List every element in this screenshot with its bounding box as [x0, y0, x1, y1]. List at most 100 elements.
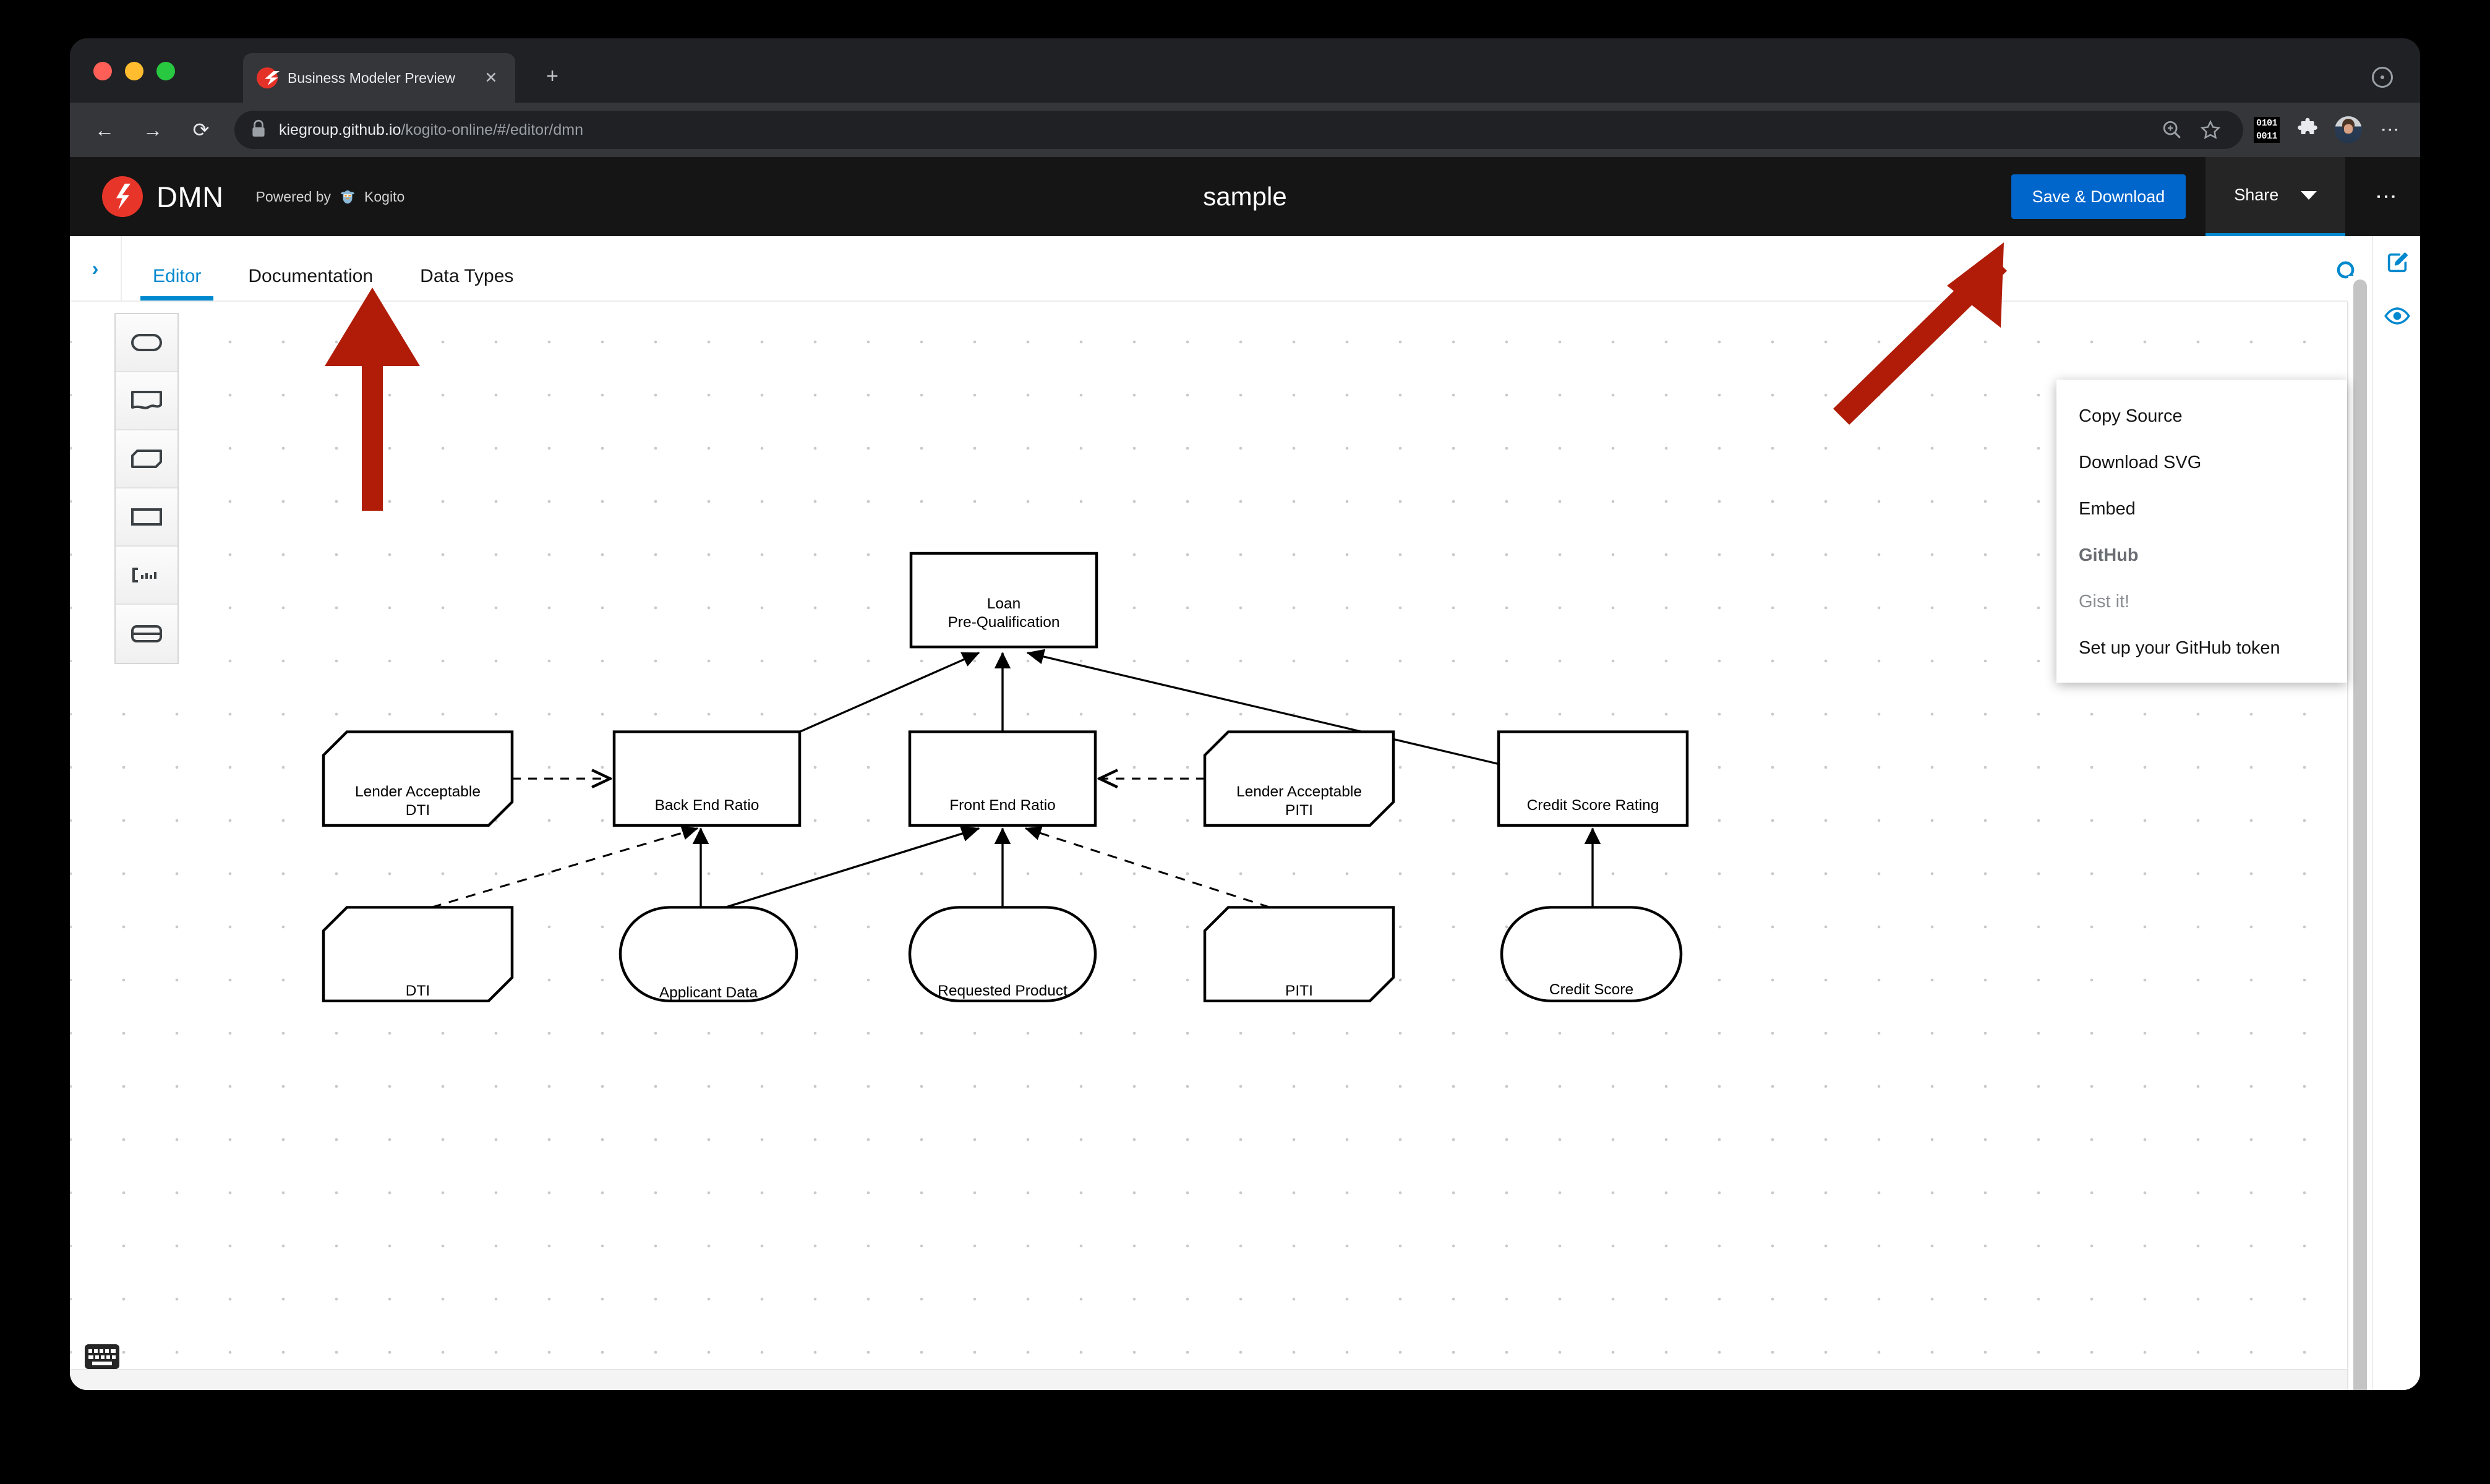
- decision-service-tool[interactable]: [116, 605, 178, 663]
- window-traffic-lights: [93, 62, 175, 80]
- profile-avatar[interactable]: [2331, 113, 2366, 147]
- sidebar-expand-chevron-icon[interactable]: ›: [70, 236, 122, 301]
- kogito-brand-text: Kogito: [364, 188, 405, 205]
- omnibox-trailing-icons: [2155, 113, 2227, 147]
- reload-button[interactable]: ⟳: [192, 119, 210, 141]
- browser-kebab-menu[interactable]: ⋮: [2379, 121, 2400, 139]
- scrollbar-thumb[interactable]: [2353, 279, 2367, 1390]
- tab-editor[interactable]: Editor: [137, 266, 217, 301]
- right-rail: [2372, 236, 2420, 1390]
- kogito-viking-icon: [338, 187, 357, 206]
- share-button-label: Share: [2234, 186, 2279, 204]
- header-actions: Save & Download Share ⋮: [2011, 157, 2420, 236]
- node-lender-acceptable-piti[interactable]: [1203, 730, 1395, 827]
- node-label-credit-score-rating: Credit Score Rating: [1526, 797, 1659, 814]
- node-credit-score-rating[interactable]: [1497, 730, 1689, 827]
- dmn-bolt-icon: [257, 67, 278, 88]
- menu-section-github: GitHub: [2079, 545, 2139, 565]
- editor-tab-bar: › Editor Documentation Data Types: [70, 236, 2420, 302]
- browser-tab[interactable]: Business Modeler Preview ✕: [243, 53, 515, 103]
- edge-dti-to-back-end: [431, 825, 699, 908]
- edge-credit-score-rating-to-loan: [1026, 649, 1499, 765]
- back-button[interactable]: ←: [95, 118, 114, 141]
- url-text: kiegroup.github.io/kogito-online/#/edito…: [279, 121, 583, 139]
- dmn-logo-icon: [102, 176, 143, 217]
- powered-by-label: Powered by Kogito: [256, 187, 405, 206]
- node-lender-acceptable-dti[interactable]: [322, 730, 514, 827]
- node-label-back-end-ratio: Back End Ratio: [654, 797, 759, 814]
- address-bar[interactable]: kiegroup.github.io/kogito-online/#/edito…: [234, 111, 2243, 149]
- close-window-button[interactable]: [93, 62, 112, 80]
- app-brand: DMN Powered by Kogito: [102, 176, 404, 217]
- app-kebab-menu[interactable]: ⋮: [2374, 186, 2398, 207]
- knowledge-source-tool[interactable]: [116, 372, 178, 430]
- forward-button[interactable]: →: [143, 118, 163, 141]
- bookmark-star-icon[interactable]: [2194, 113, 2227, 147]
- save-and-download-button[interactable]: Save & Download: [2011, 174, 2186, 219]
- node-label-piti: PITI: [1285, 983, 1313, 999]
- edge-piti-to-front-end: [1024, 826, 1270, 908]
- powered-by-text: Powered by: [255, 188, 332, 205]
- binary-top: 0101: [2256, 118, 2278, 129]
- lock-icon: [250, 119, 267, 141]
- app-header: DMN Powered by Kogito sam: [70, 157, 2420, 236]
- node-credit-score[interactable]: [1500, 906, 1683, 1002]
- window-options-icon[interactable]: [2372, 67, 2393, 88]
- extensions-puzzle-icon[interactable]: [2290, 113, 2325, 147]
- browser-tab-strip: Business Modeler Preview ✕ +: [70, 38, 2420, 103]
- node-label-front-end-ratio: Front End Ratio: [949, 797, 1056, 814]
- business-knowledge-model-tool[interactable]: [116, 430, 178, 488]
- node-loan-pre-qualification[interactable]: [909, 552, 1098, 649]
- app-logo-text: DMN: [156, 180, 224, 213]
- text-annotation-tool[interactable]: [116, 547, 178, 605]
- node-front-end-ratio[interactable]: [908, 730, 1097, 827]
- keyboard-icon[interactable]: [85, 1344, 119, 1369]
- menu-item-download-svg[interactable]: Download SVG: [2079, 453, 2202, 472]
- new-tab-button[interactable]: +: [546, 64, 558, 88]
- menu-item-setup-github-token[interactable]: Set up your GitHub token: [2079, 638, 2280, 658]
- canvas-right-edge: [2347, 302, 2348, 1390]
- shape-palette: [114, 313, 179, 664]
- tab-data-types[interactable]: Data Types: [420, 266, 514, 286]
- node-applicant-data[interactable]: [618, 906, 798, 1002]
- close-icon[interactable]: ✕: [484, 69, 498, 87]
- maximize-window-button[interactable]: [156, 62, 175, 80]
- share-dropdown-menu: Copy Source Download SVG Embed GitHub Gi…: [2056, 380, 2347, 683]
- node-requested-product[interactable]: [908, 906, 1097, 1002]
- menu-item-gist-it[interactable]: Gist it!: [2079, 592, 2130, 612]
- url-path: /kogito-online/#/editor/dmn: [401, 121, 583, 139]
- menu-item-copy-source[interactable]: Copy Source: [2079, 406, 2183, 426]
- node-back-end-ratio[interactable]: [612, 730, 802, 827]
- share-dropdown-button[interactable]: Share: [2205, 157, 2346, 236]
- minimize-window-button[interactable]: [125, 62, 143, 80]
- chevron-down-icon: [2301, 190, 2317, 200]
- binary-bottom: 0011: [2256, 131, 2278, 142]
- canvas-status-strip: [70, 1369, 2348, 1390]
- menu-item-embed[interactable]: Embed: [2079, 499, 2136, 519]
- binary-extension-icon[interactable]: 0101 0011: [2249, 113, 2284, 147]
- properties-edit-icon[interactable]: [2373, 236, 2420, 289]
- node-label-applicant-data: Applicant Data: [659, 984, 758, 1001]
- preview-eye-icon[interactable]: [2373, 289, 2420, 343]
- page-viewport: DMN Powered by Kogito sam: [70, 157, 2420, 1390]
- page-scrollbar[interactable]: [2348, 276, 2372, 1390]
- input-data-tool[interactable]: [116, 314, 178, 372]
- zoom-in-icon[interactable]: [2155, 113, 2189, 147]
- node-piti[interactable]: [1203, 906, 1395, 1002]
- edge-applicant-data-to-front-end: [725, 825, 980, 908]
- url-domain: kiegroup.github.io: [279, 121, 401, 139]
- node-label-credit-score: Credit Score: [1549, 981, 1634, 998]
- browser-url-toolbar: ← → ⟳ kiegroup.github.io/kogito-online/#…: [70, 103, 2420, 157]
- node-label-dti: DTI: [405, 983, 430, 999]
- decision-tool[interactable]: [116, 488, 178, 547]
- browser-tab-title: Business Modeler Preview: [288, 69, 456, 86]
- tab-documentation[interactable]: Documentation: [248, 266, 374, 286]
- browser-window: Business Modeler Preview ✕ + ← → ⟳ kiegr…: [70, 38, 2420, 1390]
- node-dti[interactable]: [322, 906, 514, 1002]
- edge-back-end-ratio-to-loan: [799, 652, 980, 733]
- node-label-requested-product: Requested Product: [938, 983, 1067, 999]
